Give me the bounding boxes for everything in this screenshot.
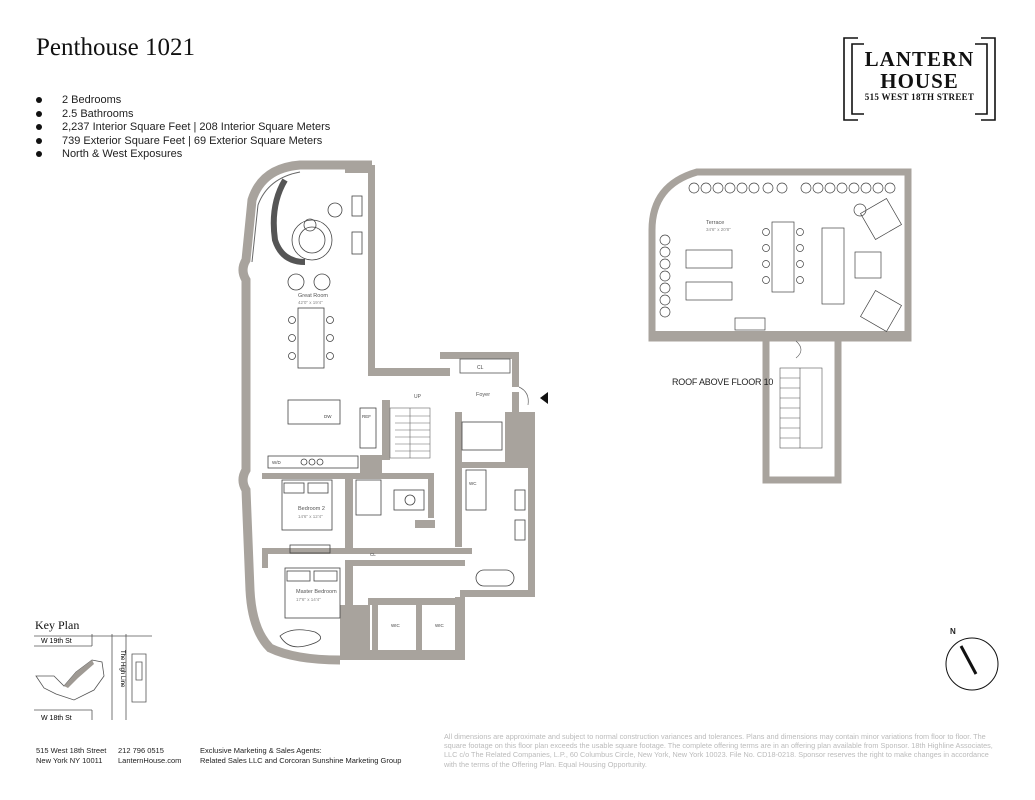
footer-address-line2: New York NY 10011 <box>36 756 103 765</box>
stair-up-label: UP <box>414 394 422 400</box>
entry-arrow-icon <box>540 392 548 404</box>
label-dw: DW <box>324 414 332 419</box>
legal-disclaimer: All dimensions are approximate and subje… <box>444 732 993 769</box>
label-cl-bedroom: CL <box>370 552 376 557</box>
master-bedroom-furniture <box>279 544 341 648</box>
footer-phone: 212 796 0515 <box>118 746 164 755</box>
logo-line1: LANTERN <box>864 47 975 71</box>
footer-agents-names: Related Sales LLC and Corcoran Sunshine … <box>200 756 402 765</box>
bedroom2-furniture <box>281 479 425 531</box>
feature-interior-area: 2,237 Interior Square Feet | 208 Interio… <box>36 121 330 135</box>
bedroom2-dimensions: 14'6" x 12'4" <box>298 514 323 519</box>
footer-address-line1: 515 West 18th Street <box>36 746 107 755</box>
logo-frame <box>843 37 996 121</box>
street-w19: W 19th St <box>41 638 72 645</box>
roof-terrace-plan: Terrace 34'6" x 20'8" <box>648 168 912 484</box>
footer-contact: 212 796 0515 LanternHouse.com <box>118 746 181 766</box>
logo-title: LANTERN HOUSE <box>842 48 997 92</box>
key-plan-map: W 19th St W 18th St The High Line <box>34 634 152 722</box>
footer-address: 515 West 18th Street New York NY 10011 <box>36 746 106 766</box>
great-room-furniture <box>267 178 377 469</box>
master-bedroom-dimensions: 17'6" x 14'4" <box>296 597 321 602</box>
footer-website[interactable]: LanternHouse.com <box>118 756 182 765</box>
lantern-house-logo: LANTERN HOUSE 515 WEST 18TH STREET <box>842 36 997 122</box>
room-label-great-room: Great Room <box>298 293 328 299</box>
room-label-cl-foyer: CL <box>477 365 484 371</box>
label-wc: WC <box>469 481 477 486</box>
baths <box>461 421 526 587</box>
logo-line2: HOUSE <box>880 69 959 93</box>
label-wic-1: WIC <box>391 623 400 628</box>
west-facade <box>238 160 372 665</box>
feature-bedrooms: 2 Bedrooms <box>36 94 330 108</box>
room-label-master-bedroom: Master Bedroom <box>296 589 337 595</box>
room-label-bedroom2: Bedroom 2 <box>298 506 325 512</box>
room-label-foyer: Foyer <box>476 392 490 398</box>
label-wd: W/D <box>272 460 281 465</box>
main-unit-plan: CL Foyer UP <box>238 160 548 665</box>
high-line-label: The High Line <box>119 650 125 688</box>
logo-address: 515 WEST 18TH STREET <box>864 92 975 102</box>
compass-icon <box>945 637 999 691</box>
feature-exposures: North & West Exposures <box>36 148 330 162</box>
walls <box>262 165 535 660</box>
roof-label: ROOF ABOVE FLOOR 10 <box>672 377 774 387</box>
feature-exterior-area: 739 Exterior Square Feet | 69 Exterior S… <box>36 135 330 149</box>
great-room-dimensions: 42'0" x 19'4" <box>298 300 323 305</box>
street-w18: W 18th St <box>41 715 72 722</box>
stair <box>389 407 431 459</box>
footer-agents-label: Exclusive Marketing & Sales Agents: <box>200 746 322 755</box>
feature-bathrooms: 2.5 Bathrooms <box>36 108 330 122</box>
label-wic-2: WIC <box>435 623 444 628</box>
label-ref: REF <box>362 414 371 419</box>
room-label-terrace: Terrace <box>706 220 724 226</box>
key-plan-title: Key Plan <box>35 618 80 632</box>
features-list: 2 Bedrooms 2.5 Bathrooms 2,237 Interior … <box>36 94 330 162</box>
footer-agents: Exclusive Marketing & Sales Agents: Rela… <box>200 746 401 766</box>
page-title: Penthouse 1021 <box>36 34 196 61</box>
planters <box>659 182 902 332</box>
roof-stair <box>779 340 823 449</box>
compass-north-label: N <box>950 627 956 636</box>
terrace-dimensions: 34'6" x 20'8" <box>706 227 731 232</box>
